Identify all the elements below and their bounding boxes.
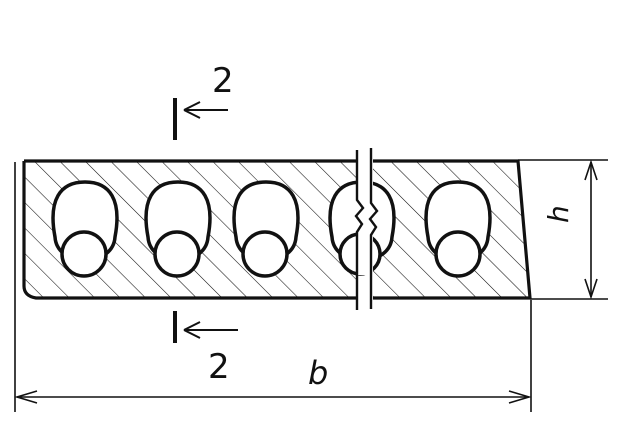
section-mark-top: 2 xyxy=(173,61,234,140)
break-line xyxy=(354,148,379,310)
height-label: h xyxy=(542,205,575,223)
section-mark-bottom: 2 xyxy=(173,311,238,387)
cavity xyxy=(232,180,300,278)
width-label: b xyxy=(308,354,328,392)
cavity xyxy=(144,180,212,278)
cavity-group xyxy=(51,175,492,278)
width-dimension: b xyxy=(14,162,532,412)
section-label-bottom: 2 xyxy=(208,347,230,387)
section-label-top: 2 xyxy=(212,61,234,101)
height-dimension: h xyxy=(518,159,608,300)
cavity-broken xyxy=(328,175,396,276)
cavity xyxy=(51,180,119,278)
cavity xyxy=(424,180,492,278)
